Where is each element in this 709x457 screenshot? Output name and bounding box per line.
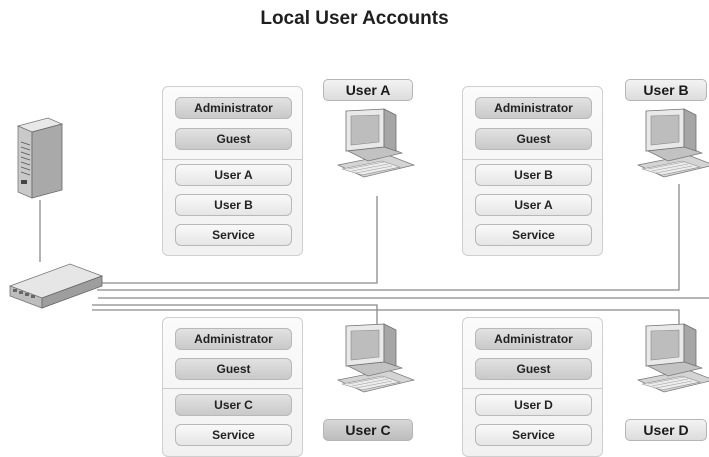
account-local: Service (175, 224, 292, 246)
builtin-local-divider (463, 159, 602, 160)
accounts-panel-user-b: Administrator Guest User B User A Servic… (462, 86, 603, 256)
account-local: Service (475, 424, 592, 446)
desktop-computer-icon (636, 108, 709, 178)
account-guest: Guest (175, 358, 292, 380)
account-administrator: Administrator (175, 328, 292, 350)
computer-label-user-d: User D (625, 419, 707, 441)
accounts-panel-user-c: Administrator Guest User C Service (162, 317, 303, 457)
account-local: User A (475, 194, 592, 216)
account-local: User C (175, 394, 292, 416)
account-guest: Guest (475, 128, 592, 150)
account-local: User D (475, 394, 592, 416)
diagram-title: Local User Accounts (260, 8, 449, 29)
account-local: User A (175, 164, 292, 186)
account-local: Service (475, 224, 592, 246)
account-local: Service (175, 424, 292, 446)
builtin-local-divider (463, 388, 602, 389)
account-administrator: Administrator (475, 328, 592, 350)
desktop-computer-icon (336, 108, 416, 178)
server-icon (16, 117, 64, 199)
builtin-local-divider (163, 388, 302, 389)
accounts-panel-user-a: Administrator Guest User A User B Servic… (162, 86, 303, 256)
builtin-local-divider (163, 159, 302, 160)
account-guest: Guest (175, 128, 292, 150)
account-administrator: Administrator (175, 97, 292, 119)
account-administrator: Administrator (475, 97, 592, 119)
desktop-computer-icon (336, 323, 416, 393)
computer-label-user-c: User C (323, 419, 413, 441)
computer-label-user-a: User A (323, 79, 413, 101)
computer-label-user-b: User B (625, 79, 707, 101)
accounts-panel-user-d: Administrator Guest User D Service (462, 317, 603, 457)
network-switch-icon (8, 263, 104, 309)
account-local: User B (475, 164, 592, 186)
desktop-computer-icon (636, 323, 709, 393)
account-local: User B (175, 194, 292, 216)
account-guest: Guest (475, 358, 592, 380)
